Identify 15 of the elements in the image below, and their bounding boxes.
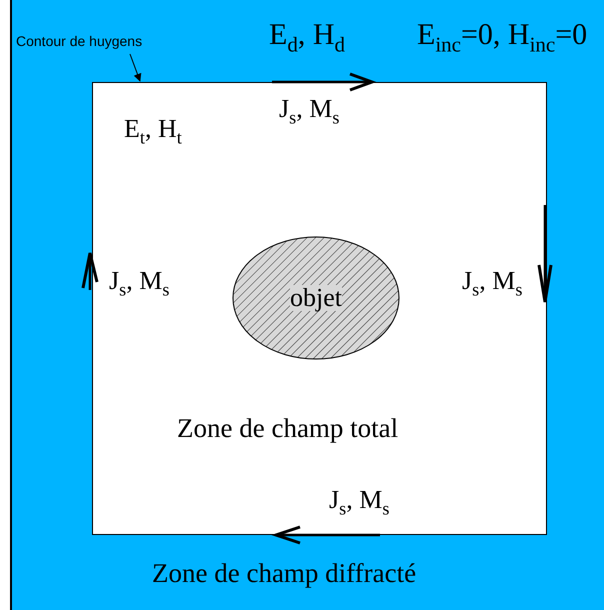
zone-label: Zone de champ total (177, 415, 398, 442)
outer-zone-background (10, 0, 604, 610)
field-label: E$_{t}$, H$_{t}$ (124, 116, 182, 142)
current-label: J$_{s}$, M$_{s}$ (329, 487, 390, 513)
object-label: objet (290, 285, 342, 311)
current-label: J$_{s}$, M$_{s}$ (462, 268, 522, 294)
object-ellipse (232, 236, 400, 360)
annotation-label: Contour de huygens (16, 34, 142, 48)
total-field-box (92, 82, 547, 535)
field-label: E$_{d}$, H$_{d}$ (269, 20, 345, 50)
field-label: E$_{inc}$=0, H$_{inc}$=0 (417, 20, 588, 50)
current-label: J$_{s}$, M$_{s}$ (279, 96, 340, 122)
zone-label: Zone de champ diffracté (152, 560, 416, 587)
current-label: J$_{s}$, M$_{s}$ (109, 268, 170, 294)
leader-arrow (130, 54, 142, 82)
